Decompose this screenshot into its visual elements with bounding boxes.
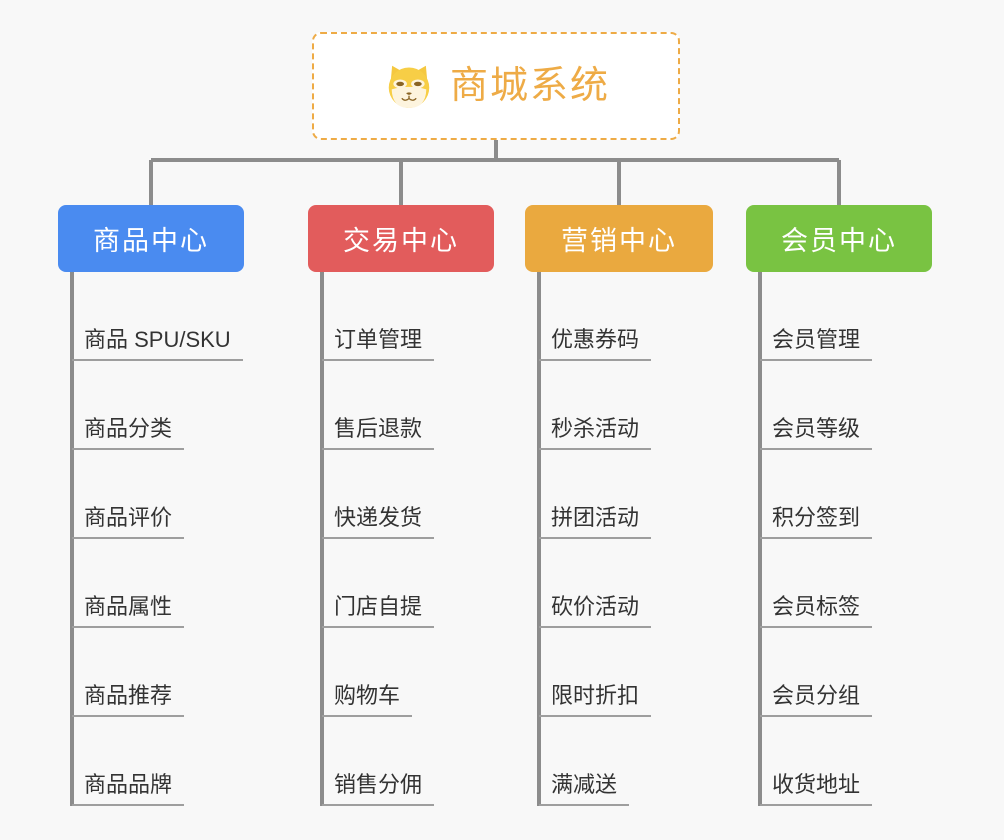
leaf-item-label: 限时折扣 [539, 683, 652, 717]
category-header-marketing-center[interactable]: 营销中心 [525, 205, 713, 272]
leaf-item[interactable]: 会员分组 [746, 628, 932, 717]
leaf-item[interactable]: 商品 SPU/SKU [58, 272, 244, 361]
column-marketing-center: 营销中心优惠券码秒杀活动拼团活动砍价活动限时折扣满减送 [525, 205, 713, 806]
leaf-item[interactable]: 商品分类 [58, 361, 244, 450]
leaf-item[interactable]: 满减送 [525, 717, 713, 806]
leaf-item-label: 售后退款 [322, 416, 435, 450]
leaf-item[interactable]: 收货地址 [746, 717, 932, 806]
leaf-item[interactable]: 会员标签 [746, 539, 932, 628]
leaf-item-label: 砍价活动 [539, 594, 652, 628]
leaf-item[interactable]: 限时折扣 [525, 628, 713, 717]
leaf-item-label: 快递发货 [322, 505, 435, 539]
leaf-item-label: 积分签到 [760, 505, 873, 539]
leaf-item[interactable]: 积分签到 [746, 450, 932, 539]
category-header-trade-center[interactable]: 交易中心 [308, 205, 494, 272]
leaf-item-label: 秒杀活动 [539, 416, 652, 450]
shiba-dog-face-icon [388, 65, 430, 111]
leaf-item-label: 销售分佣 [322, 772, 435, 806]
leaf-item[interactable]: 秒杀活动 [525, 361, 713, 450]
category-header-product-center[interactable]: 商品中心 [58, 205, 244, 272]
leaf-item-label: 拼团活动 [539, 505, 652, 539]
leaf-list-marketing-center: 优惠券码秒杀活动拼团活动砍价活动限时折扣满减送 [525, 272, 713, 806]
root-title: 商城系统 [449, 65, 610, 107]
leaf-item-label: 商品 SPU/SKU [72, 327, 243, 361]
leaf-list-product-center: 商品 SPU/SKU 商品分类商品评价商品属性商品推荐商品品牌 [58, 272, 244, 806]
leaf-item[interactable]: 商品评价 [58, 450, 244, 539]
leaf-item[interactable]: 商品品牌 [58, 717, 244, 806]
column-product-center: 商品中心商品 SPU/SKU 商品分类商品评价商品属性商品推荐商品品牌 [58, 205, 244, 806]
leaf-item-label: 商品品牌 [72, 772, 185, 806]
leaf-item[interactable]: 商品推荐 [58, 628, 244, 717]
leaf-list-trade-center: 订单管理售后退款快递发货门店自提购物车销售分佣 [308, 272, 494, 806]
leaf-item[interactable]: 购物车 [308, 628, 494, 717]
leaf-item[interactable]: 优惠券码 [525, 272, 713, 361]
column-trade-center: 交易中心订单管理售后退款快递发货门店自提购物车销售分佣 [308, 205, 494, 806]
leaf-item-label: 优惠券码 [539, 327, 652, 361]
leaf-item[interactable]: 门店自提 [308, 539, 494, 628]
leaf-item[interactable]: 会员等级 [746, 361, 932, 450]
leaf-item[interactable]: 砍价活动 [525, 539, 713, 628]
leaf-item[interactable]: 快递发货 [308, 450, 494, 539]
leaf-item[interactable]: 订单管理 [308, 272, 494, 361]
root-node-shop-system[interactable]: 商城系统 [312, 32, 680, 140]
leaf-item[interactable]: 会员管理 [746, 272, 932, 361]
leaf-item-label: 门店自提 [322, 594, 435, 628]
leaf-item[interactable]: 商品属性 [58, 539, 244, 628]
leaf-item-label: 会员分组 [760, 683, 873, 717]
leaf-item[interactable]: 拼团活动 [525, 450, 713, 539]
leaf-item-label: 满减送 [539, 772, 630, 806]
leaf-item-label: 商品分类 [72, 416, 185, 450]
leaf-item-label: 订单管理 [322, 327, 435, 361]
leaf-item-label: 收货地址 [760, 772, 873, 806]
category-header-member-center[interactable]: 会员中心 [746, 205, 932, 272]
leaf-item-label: 购物车 [322, 683, 413, 717]
leaf-list-member-center: 会员管理会员等级积分签到会员标签会员分组收货地址 [746, 272, 932, 806]
leaf-item-label: 会员管理 [760, 327, 873, 361]
leaf-item-label: 商品评价 [72, 505, 185, 539]
leaf-item-label: 会员标签 [760, 594, 873, 628]
leaf-item-label: 商品属性 [72, 594, 185, 628]
leaf-item-label: 商品推荐 [72, 683, 185, 717]
leaf-item[interactable]: 销售分佣 [308, 717, 494, 806]
column-member-center: 会员中心会员管理会员等级积分签到会员标签会员分组收货地址 [746, 205, 932, 806]
leaf-item[interactable]: 售后退款 [308, 361, 494, 450]
leaf-item-label: 会员等级 [760, 416, 873, 450]
